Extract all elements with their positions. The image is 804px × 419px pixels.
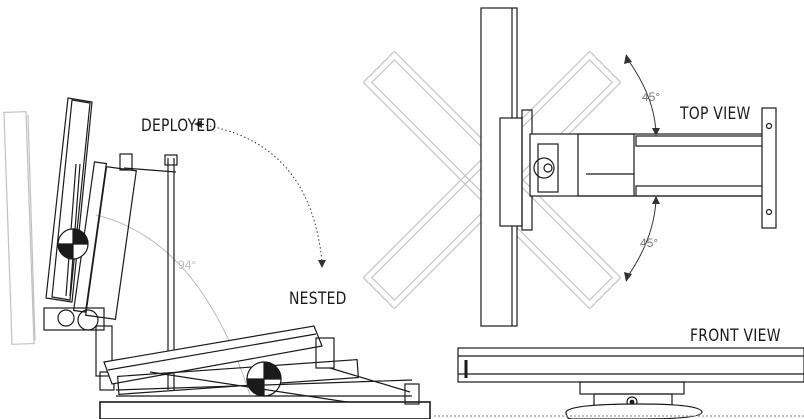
angle-arc-lower: [627, 199, 657, 277]
monitor-top: [480, 7, 533, 327]
top-view-label: TOP VIEW: [680, 104, 751, 124]
top-angle-upper-label: 45°: [642, 90, 661, 104]
nested-monitor: [103, 325, 359, 395]
wall-bracket: [761, 107, 777, 229]
front-foot: [565, 403, 703, 419]
scissor-links: [115, 367, 413, 405]
top-angle-lower-label: 45°: [640, 236, 659, 250]
front-view: [434, 347, 804, 419]
top-view: [362, 7, 777, 327]
arm-top: [529, 133, 767, 197]
monitor-front: [457, 347, 804, 383]
side-angle-label: 94°: [178, 258, 197, 272]
side-view: [3, 97, 431, 419]
base-plate: [99, 383, 431, 419]
angle-arc-upper: [627, 59, 657, 133]
hinge-clamp: [43, 307, 115, 391]
nested-label: NESTED: [289, 289, 347, 309]
deployed-label: DEPLOYED: [141, 116, 217, 136]
target-symbol-side: [57, 228, 89, 260]
ghost-monitor-side: [3, 111, 36, 345]
deployed-monitor: [45, 97, 137, 321]
front-view-label: FRONT VIEW: [690, 326, 781, 346]
motion-arrow: [197, 123, 323, 263]
